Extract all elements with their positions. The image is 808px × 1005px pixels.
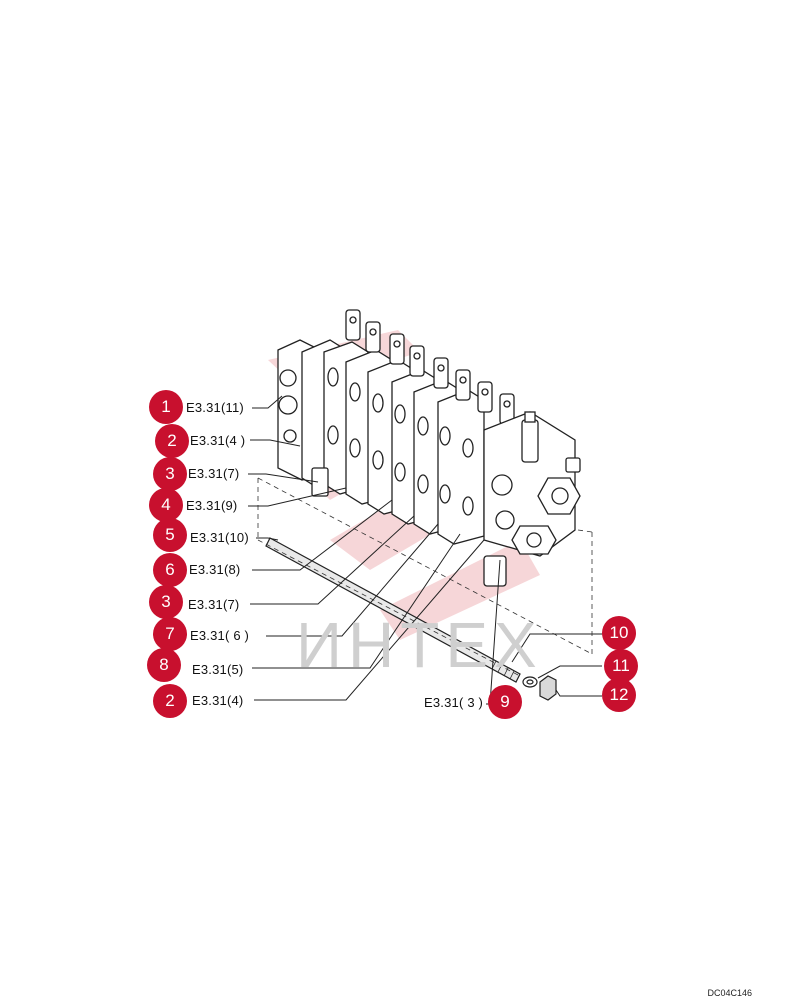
callout-label-8: E3.31(5) [192,662,244,677]
callout-marker-4: 4 [149,488,183,522]
callout-marker-10: 10 [602,616,636,650]
callout-label-3: E3.31(7) [188,466,240,481]
callout-label-3b: E3.31(7) [188,597,240,612]
callout-label-2b: E3.31(4) [192,693,244,708]
callout-marker-3b: 3 [149,585,183,619]
callout-label-4: E3.31(9) [186,498,238,513]
callout-label-2: E3.31(4 ) [190,433,246,448]
callout-label-9: E3.31( 3 ) [424,695,484,710]
callout-marker-3: 3 [153,457,187,491]
callout-marker-8: 8 [147,648,181,682]
watermark-text: ИНТЕХ [296,609,543,681]
drawing-reference: DC04C146 [707,988,752,998]
callout-marker-2b: 2 [153,684,187,718]
tie-rod-assembly [265,537,557,701]
callout-marker-6: 6 [153,553,187,587]
callout-marker-1: 1 [149,390,183,424]
callout-label-1: E3.31(11) [186,400,244,415]
callout-marker-9: 9 [488,685,522,719]
callout-marker-11: 11 [604,649,638,683]
callout-marker-12: 12 [602,678,636,712]
callout-label-5: E3.31(10) [190,530,249,545]
callout-marker-5: 5 [153,518,187,552]
callout-label-6: E3.31(8) [189,562,241,577]
callout-marker-7: 7 [153,617,187,651]
control-valve-body [277,309,581,587]
callout-label-7: E3.31( 6 ) [190,628,250,643]
callout-marker-2: 2 [155,424,189,458]
